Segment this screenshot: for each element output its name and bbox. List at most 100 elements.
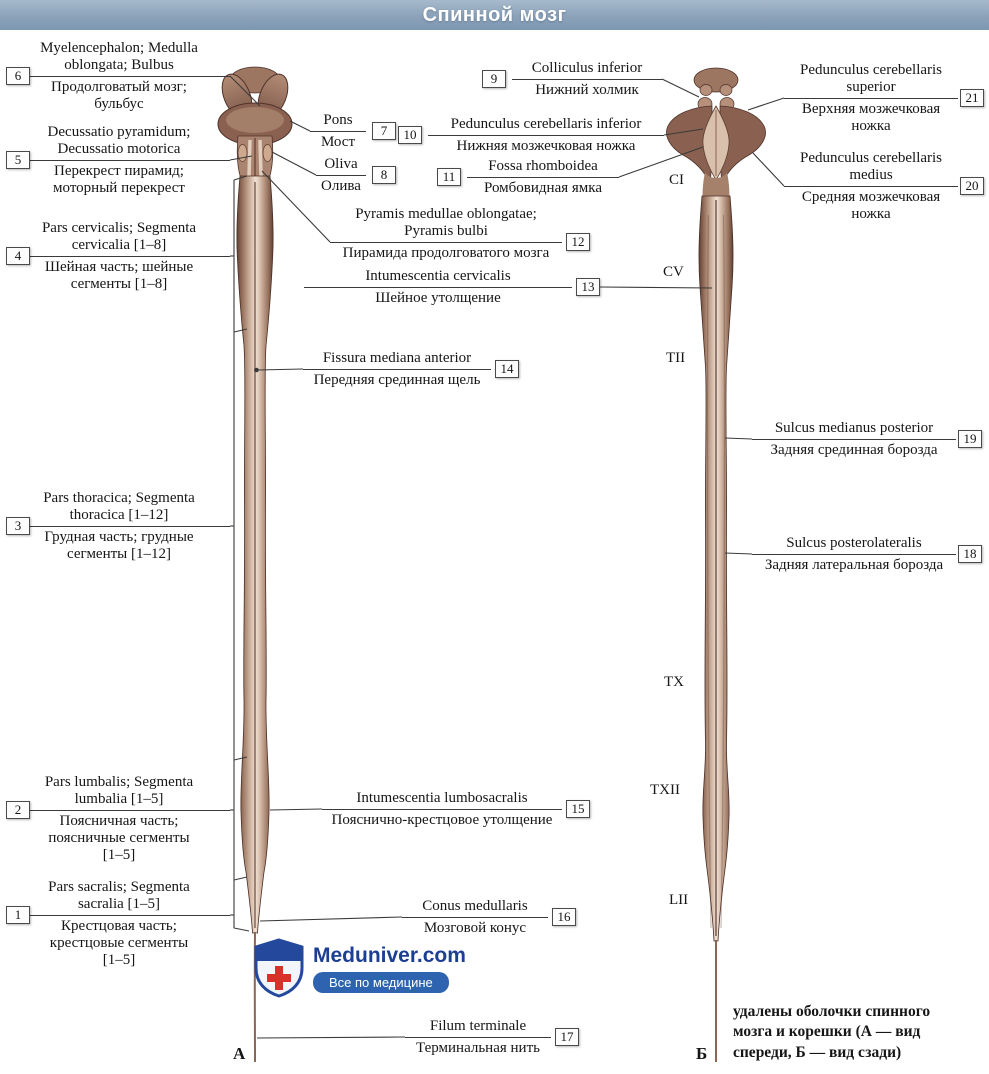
label-latin: Pars cervicalis; Segmenta cervicalia [1–…: [8, 220, 230, 257]
label-latin: Myelencephalon; Medulla oblongata; Bulbu…: [8, 40, 230, 77]
label-latin: Decussatio pyramidum; Decussatio motoric…: [8, 124, 230, 161]
label-intumescentia-lumbosacralis: Intumescentia lumbosacralis 15 Пояснично…: [322, 790, 590, 829]
label-number-3: 3: [6, 517, 30, 535]
label-russian: Передняя срединная щель: [313, 372, 481, 388]
label-russian: Ромбовидная ямка: [484, 180, 602, 196]
label-decussatio-pyramidum: Decussatio pyramidum; Decussatio motoric…: [6, 124, 230, 197]
vertebra-mark-txii: TXII: [650, 782, 680, 798]
label-latin: Pedunculus cerebellaris superior: [784, 62, 958, 99]
colliculus-shape: [699, 84, 713, 96]
label-number-2: 2: [6, 801, 30, 819]
fissure-pointer-dot: [254, 367, 259, 373]
label-russian: Задняя латеральная борозда: [764, 557, 944, 573]
label-pars-cervicalis: Pars cervicalis; Segmenta cervicalia [1–…: [6, 220, 230, 293]
label-latin: Intumescentia lumbosacralis: [322, 790, 562, 810]
cord-anterior-view: [236, 175, 274, 1063]
label-latin: Pars lumbalis; Segmenta lumbalia [1–5]: [8, 774, 230, 811]
title-bar: Спинной мозг: [0, 0, 989, 30]
label-oliva: Oliva 8 Олива: [316, 156, 396, 195]
label-number-14: 14: [495, 360, 519, 378]
figure-caption: удалены оболочки спинного мозга и корешк…: [733, 1003, 931, 1061]
label-russian: Шейное утолщение: [375, 290, 501, 306]
vertebra-mark-tx: TX: [664, 674, 684, 690]
label-russian: Задняя срединная борозда: [770, 442, 938, 458]
label-latin: Pons: [310, 112, 366, 132]
label-latin: Colliculus inferior: [512, 60, 662, 80]
label-russian: Пояснично-крестцовое утолщение: [331, 812, 553, 828]
label-latin: Sulcus posterolateralis: [752, 535, 956, 555]
label-sulcus-posterolateralis: Sulcus posterolateralis 18 Задняя латера…: [752, 535, 982, 574]
label-russian: Олива: [321, 178, 361, 194]
sulcus-posterolateralis-line: [706, 214, 712, 929]
watermark: Meduniver.com Все по медицине: [252, 938, 466, 998]
label-latin: Intumescentia cervicalis: [304, 268, 572, 288]
label-latin: Pedunculus cerebellaris inferior: [428, 116, 664, 136]
label-russian: Нижняя мозжечковая ножка: [456, 138, 636, 154]
label-pyramis: Pyramis medullae oblongatae; Pyramis bul…: [330, 206, 590, 262]
label-number-1: 1: [6, 906, 30, 924]
label-russian: Продолговатый мозг; бульбус: [51, 79, 187, 112]
label-pons: Pons 7 Мост: [310, 112, 396, 151]
label-latin: Filum terminale: [405, 1018, 551, 1038]
label-number-6: 6: [6, 67, 30, 85]
label-russian: Поясничная часть; поясничные сегменты [1…: [48, 813, 190, 863]
label-russian: Мост: [320, 134, 356, 150]
label-number-7: 7: [372, 122, 396, 140]
brainstem-anterior-view: [217, 66, 293, 180]
label-number-17: 17: [555, 1028, 579, 1046]
label-number-5: 5: [6, 151, 30, 169]
label-latin: Pedunculus cerebellaris medius: [784, 150, 958, 187]
label-latin: Sulcus medianus posterior: [752, 420, 956, 440]
vertebra-mark-tii: TII: [666, 350, 686, 366]
label-russian: Терминальная нить: [416, 1040, 540, 1056]
cord-posterior-view: [698, 195, 734, 1062]
label-conus-medullaris: Conus medullaris 16 Мозговой конус: [402, 898, 576, 937]
label-number-19: 19: [958, 430, 982, 448]
label-pars-sacralis: Pars sacralis; Segmenta sacralia [1–5] 1…: [6, 879, 230, 969]
label-russian: Верхняя мозжечковая ножка: [801, 101, 941, 134]
label-number-16: 16: [552, 908, 576, 926]
watermark-tagline: Все по медицине: [313, 972, 449, 993]
label-number-4: 4: [6, 247, 30, 265]
label-russian: Перекрест пирамид; моторный перекрест: [53, 163, 185, 196]
label-pedunculus-cerebellaris-superior: Pedunculus cerebellaris superior 21 Верх…: [784, 62, 984, 135]
vertebra-mark-lii: LII: [669, 892, 689, 908]
label-fissura-mediana-anterior: Fissura mediana anterior 14 Передняя сре…: [303, 350, 519, 389]
vertebra-mark-cv: CV: [663, 264, 684, 280]
brainstem-posterior-view: [666, 67, 766, 198]
label-pars-lumbalis: Pars lumbalis; Segmenta lumbalia [1–5] 2…: [6, 774, 230, 864]
label-latin: Pyramis medullae oblongatae; Pyramis bul…: [330, 206, 562, 243]
label-pedunculus-cerebellaris-medius: Pedunculus cerebellaris medius 20 Средня…: [784, 150, 984, 223]
label-latin: Pars sacralis; Segmenta sacralia [1–5]: [8, 879, 230, 916]
label-latin: Fossa rhomboidea: [467, 158, 619, 178]
label-number-12: 12: [566, 233, 590, 251]
label-pedunculus-cerebellaris-inferior: Pedunculus cerebellaris inferior 10 Нижн…: [398, 116, 664, 155]
label-number-20: 20: [960, 177, 984, 195]
figure-letter-front: А: [233, 1044, 246, 1063]
figure-letter-back: Б: [696, 1044, 708, 1063]
label-latin: Pars thoracica; Segmenta thoracica [1–12…: [8, 490, 230, 527]
label-latin: Oliva: [316, 156, 366, 176]
label-myelencephalon: Myelencephalon; Medulla oblongata; Bulbu…: [6, 40, 230, 113]
page-title: Спинной мозг: [422, 3, 567, 26]
label-russian: Пирамида продолговатого мозга: [342, 245, 550, 261]
label-number-10: 10: [398, 126, 422, 144]
leader-lines: [229, 75, 785, 1039]
label-number-13: 13: [576, 278, 600, 296]
label-russian: Средняя мозжечковая ножка: [801, 189, 941, 222]
label-latin: Fissura mediana anterior: [303, 350, 491, 370]
label-filum-terminale: Filum terminale 17 Терминальная нить: [405, 1018, 579, 1057]
oliva-shape: [237, 144, 248, 162]
label-colliculus-inferior: Colliculus inferior 9 Нижний холмик: [482, 60, 662, 99]
label-russian: Нижний холмик: [535, 82, 639, 98]
label-number-15: 15: [566, 800, 590, 818]
pyramis-shape: [247, 139, 252, 177]
label-number-11: 11: [437, 168, 461, 186]
label-number-8: 8: [372, 166, 396, 184]
label-russian: Шейная часть; шейные сегменты [1–8]: [44, 259, 194, 292]
label-latin: Conus medullaris: [402, 898, 548, 918]
label-russian: Мозговой конус: [423, 920, 527, 936]
label-sulcus-medianus-posterior: Sulcus medianus posterior 19 Задняя сред…: [752, 420, 982, 459]
